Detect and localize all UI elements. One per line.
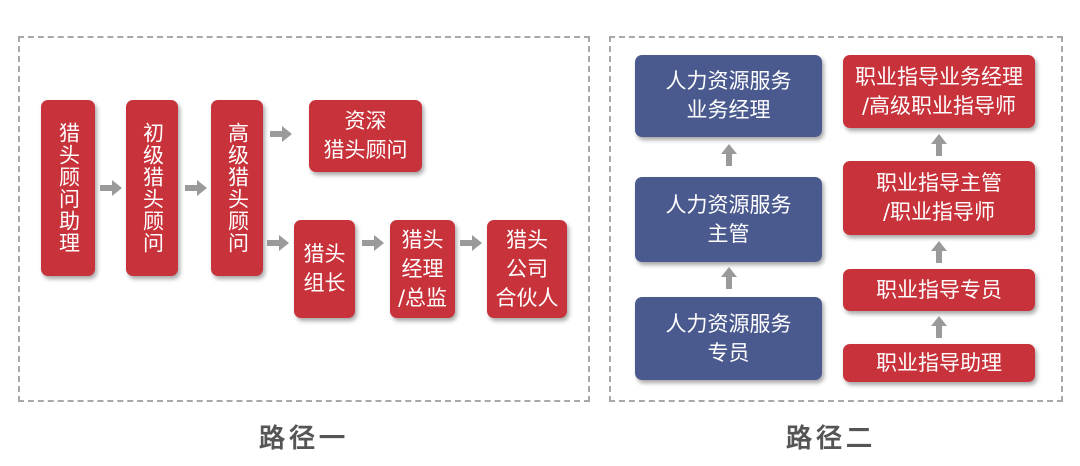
node-career-guidance-supervisor: 职业指导主管 /职业指导师 xyxy=(843,161,1035,235)
node-career-guidance-business-manager: 职业指导业务经理 /高级职业指导师 xyxy=(843,55,1035,128)
node-junior-headhunter: 初级猎头顾问 xyxy=(126,100,178,276)
node-hr-service-specialist: 人力资源服务 专员 xyxy=(635,297,822,380)
node-headhunter-partner: 猎头 公司 合伙人 xyxy=(487,220,567,318)
arrow-right-icon xyxy=(460,235,482,251)
path-one-panel xyxy=(18,36,590,402)
arrow-up-icon xyxy=(721,267,737,289)
node-headhunter-assistant: 猎头顾问助理 xyxy=(41,100,95,276)
arrow-right-icon xyxy=(267,235,289,251)
node-hr-service-business-manager: 人力资源服务 业务经理 xyxy=(635,55,822,137)
arrow-up-icon xyxy=(721,144,737,166)
arrow-right-icon xyxy=(362,235,384,251)
node-hr-service-supervisor: 人力资源服务 主管 xyxy=(635,177,822,262)
path-one-caption: 路径一 xyxy=(258,424,349,454)
path-two-panel xyxy=(609,36,1063,402)
arrow-up-icon xyxy=(931,316,947,338)
node-headhunter-manager: 猎头 经理 /总监 xyxy=(390,220,455,318)
arrow-up-icon xyxy=(931,241,947,263)
node-headhunter-team-lead: 猎头 组长 xyxy=(294,220,355,318)
arrow-right-icon xyxy=(185,180,207,196)
arrow-right-icon xyxy=(270,126,292,142)
arrow-right-icon xyxy=(100,180,122,196)
node-career-guidance-assistant: 职业指导助理 xyxy=(843,344,1035,382)
node-career-guidance-specialist: 职业指导专员 xyxy=(843,269,1035,311)
path-two-caption: 路径二 xyxy=(785,424,876,454)
node-senior-headhunter: 高级猎头顾问 xyxy=(211,100,263,276)
node-expert-headhunter: 资深 猎头顾问 xyxy=(309,100,422,172)
arrow-up-icon xyxy=(931,134,947,156)
